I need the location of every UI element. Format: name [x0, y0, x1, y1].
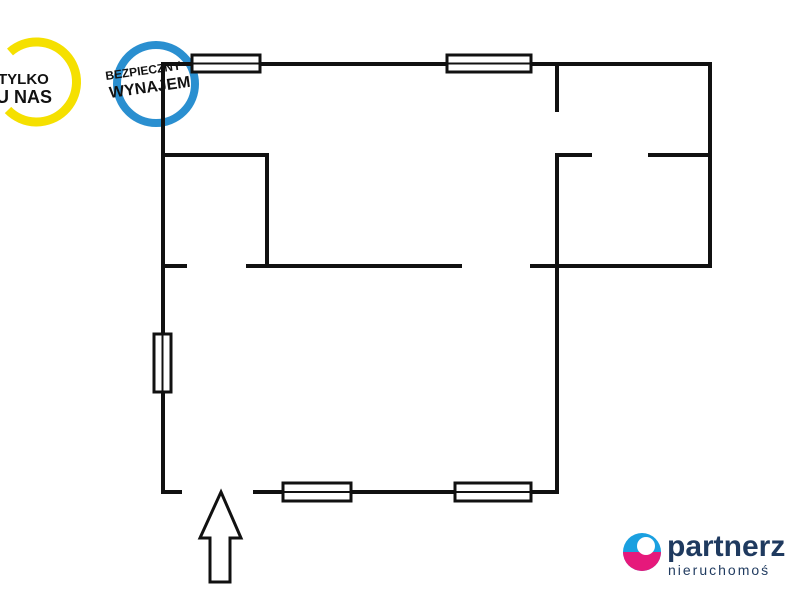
- badge-ring: [4, 37, 81, 127]
- partnerz-logo: partnerz nieruchomoś: [623, 530, 785, 578]
- logo-name: partnerz: [667, 530, 785, 563]
- bezpieczny-wynajem-badge: BEZPIECZNY WYNAJEM: [104, 41, 199, 127]
- walls: [161, 62, 712, 494]
- windows: [152, 53, 533, 503]
- tylko-u-nas-badge: TYLKO U NAS: [0, 37, 81, 127]
- window: [445, 53, 533, 74]
- window: [453, 481, 533, 503]
- window: [281, 481, 353, 503]
- badge-line-1: TYLKO: [0, 71, 49, 88]
- window: [152, 332, 173, 394]
- logo-tagline: nieruchomoś: [668, 562, 770, 578]
- entrance-arrow-icon: [197, 488, 244, 584]
- badge-ring: [113, 41, 199, 127]
- badge-line-2: U NAS: [0, 87, 52, 107]
- window: [190, 53, 262, 74]
